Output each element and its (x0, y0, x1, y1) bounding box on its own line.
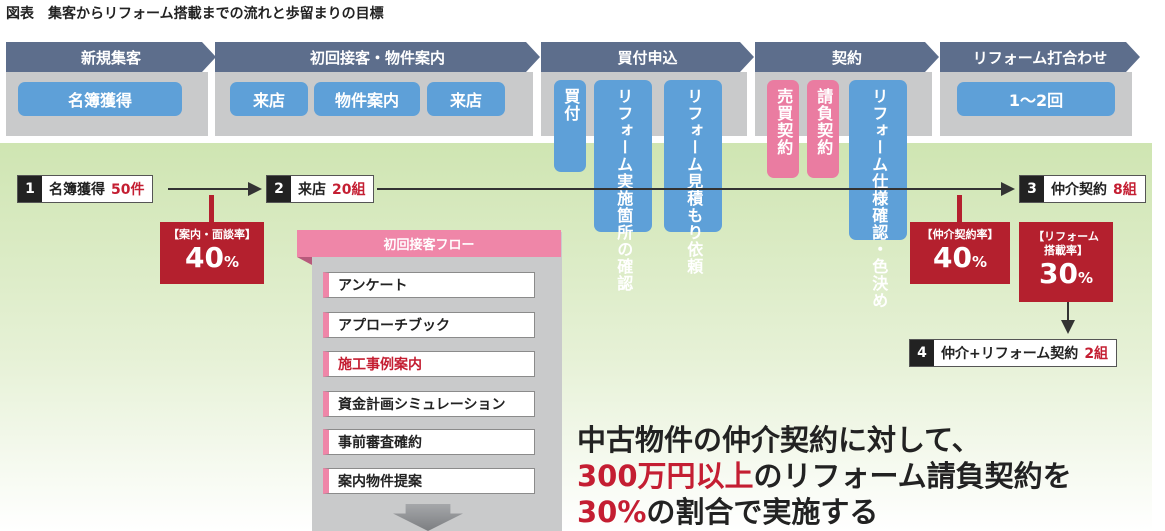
headline-line-1: 中古物件の仲介契約に対して、 (577, 423, 981, 457)
timeline-line-down (1067, 302, 1069, 324)
phase-label: 初回接客・物件案内 (309, 48, 445, 67)
rate-label: 【仲介契約率】 (921, 228, 999, 241)
vpill-reform-estimate: リフォーム見積もり依頼 (664, 80, 722, 275)
rate-label: 【リフォーム 搭載率】 (1033, 230, 1099, 257)
phase-label: リフォーム打合わせ (972, 48, 1108, 67)
step-number: 4 (910, 340, 934, 366)
arrow-right-icon (1001, 182, 1015, 196)
arrow-down-icon (1061, 320, 1075, 334)
headline-line-2: 300万円以上のリフォーム請負契約を (577, 458, 1072, 494)
vpill-baibai: 売買契約 (767, 80, 799, 178)
pill-meibo: 名簿獲得 (18, 82, 182, 116)
step-number: 3 (1020, 176, 1044, 202)
headline-text: のリフォーム請負契約を (753, 459, 1072, 493)
step-value: 20組 (332, 182, 366, 198)
timeline-line (168, 188, 256, 190)
headline-emphasis: 30% (577, 495, 647, 529)
chevron-shape (6, 42, 216, 72)
vpill-reform-spec: リフォーム仕様確認・色決め (849, 80, 907, 309)
vpill-label: 売買契約 (774, 88, 794, 156)
flow-item: 資金計画シミュレーション (323, 391, 535, 417)
phase-header-contract: 契約 (755, 42, 939, 72)
flow-item-highlight: 施工事例案内 (323, 351, 535, 377)
rate-connector (209, 195, 214, 225)
rate-connector (957, 195, 962, 225)
headline-text: の割合で実施する (646, 495, 879, 529)
chevron-shape (755, 42, 939, 72)
chevron-shape (541, 42, 754, 72)
step-label: 仲介+リフォーム契約 (941, 346, 1079, 362)
chevron-shape (215, 42, 540, 72)
phase-label: 新規集客 (80, 48, 141, 67)
flow-item: 事前審査確約 (323, 429, 535, 455)
vpill-label: リフォーム仕様確認・色決め (869, 88, 889, 309)
step-label: 仲介契約 (1051, 182, 1107, 198)
rate-value: 30% (1039, 257, 1093, 290)
flow-item: アンケート (323, 272, 535, 298)
figure-title: 図表 集客からリフォーム搭載までの流れと歩留まりの目標 (6, 6, 384, 22)
step-number: 1 (18, 176, 42, 202)
flow-title-fold (297, 257, 312, 265)
flow-item: 案内物件提案 (323, 468, 535, 494)
step-3: 3 仲介契約 8組 (1019, 175, 1146, 203)
step-label: 来店 (298, 182, 326, 198)
flow-title: 初回接客フロー (297, 230, 561, 257)
headline-line-3: 30%の割合で実施する (577, 494, 1072, 530)
pill-1-2-kai: 1〜2回 (957, 82, 1115, 116)
vpill-label: 買付 (561, 88, 581, 122)
rate-label: 【案内・面談率】 (168, 228, 256, 241)
step-2: 2 来店 20組 (266, 175, 375, 203)
rate-reform-tousai: 【リフォーム 搭載率】 30% (1019, 222, 1113, 302)
timeline-line (377, 188, 1003, 190)
phase-header-first-contact: 初回接客・物件案内 (215, 42, 540, 72)
step-value: 2組 (1084, 346, 1109, 362)
step-value: 8組 (1113, 182, 1137, 198)
step-label: 名簿獲得 (49, 182, 105, 198)
vpill-label: リフォーム見積もり依頼 (684, 88, 704, 275)
arrow-right-icon (248, 182, 262, 196)
phase-header-purchase: 買付申込 (541, 42, 754, 72)
rate-value: 40% (185, 241, 239, 274)
vpill-reform-check: リフォーム実施箇所の確認 (594, 80, 652, 292)
rate-value: 40% (933, 241, 987, 274)
rate-annai-mendan: 【案内・面談率】 40% (160, 222, 264, 284)
flow-item: アプローチブック (323, 312, 535, 338)
step-value: 50件 (111, 182, 145, 198)
pill-raiten-1: 来店 (230, 82, 308, 116)
phase-label: 買付申込 (617, 48, 678, 67)
vpill-kaitsuke: 買付 (554, 80, 586, 172)
headline: 中古物件の仲介契約に対して、 300万円以上のリフォーム請負契約を 30%の割合… (577, 422, 1072, 530)
step-4: 4 仲介+リフォーム契約 2組 (909, 339, 1118, 367)
vpill-label: 請負契約 (814, 88, 834, 156)
rate-chukai-keiyaku: 【仲介契約率】 40% (910, 222, 1010, 284)
pill-bukken-annai: 物件案内 (314, 82, 420, 116)
vpill-label: リフォーム実施箇所の確認 (614, 88, 634, 292)
phase-header-new-customer: 新規集客 (6, 42, 216, 72)
step-number: 2 (267, 176, 291, 202)
pill-raiten-2: 来店 (427, 82, 505, 116)
step-1: 1 名簿獲得 50件 (17, 175, 154, 203)
phase-label: 契約 (831, 48, 862, 67)
vpill-ukeoi: 請負契約 (807, 80, 839, 178)
chevron-shape (940, 42, 1140, 72)
phase-header-reform: リフォーム打合わせ (940, 42, 1140, 72)
headline-emphasis: 300万円以上 (577, 459, 754, 493)
